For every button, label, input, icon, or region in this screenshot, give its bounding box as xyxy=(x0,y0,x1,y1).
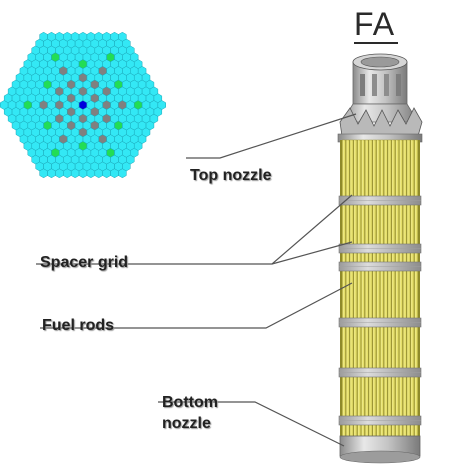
fuel-rod-highlight xyxy=(358,140,359,438)
fuel-rod-highlight xyxy=(407,140,409,438)
fuel-rod xyxy=(361,139,365,439)
leader-lines xyxy=(36,113,357,447)
label-spacer-grid: Spacer grid xyxy=(40,254,129,271)
top-nozzle-head xyxy=(341,53,419,123)
fuel-rod-bundle xyxy=(340,139,420,439)
fuel-rod xyxy=(414,139,418,439)
fuel-rod-highlight xyxy=(377,140,378,438)
fuel-rod-highlight xyxy=(403,140,405,438)
fuel-rod xyxy=(410,139,415,439)
leader-fuel-rods xyxy=(40,282,353,329)
label-bottom-nozzle-line1: Bottom xyxy=(162,394,218,411)
fuel-rod-highlight xyxy=(346,140,348,438)
fuel-rod xyxy=(399,139,403,439)
fuel-rod xyxy=(345,139,350,439)
fuel-rod xyxy=(391,139,396,439)
fuel-rod xyxy=(364,139,369,439)
fuel-rod xyxy=(380,139,384,439)
leader-top-nozzle xyxy=(186,113,357,159)
fuel-rod-highlight xyxy=(354,140,356,438)
leader-spacer-grid-2 xyxy=(271,241,353,265)
fuel-rod-highlight xyxy=(411,140,413,438)
fuel-rod xyxy=(349,139,354,439)
fuel-rod-highlight xyxy=(342,140,344,438)
fuel-rod-highlight xyxy=(384,140,386,438)
fuel-rod xyxy=(383,139,388,439)
label-bottom-nozzle-line2: nozzle xyxy=(162,415,211,432)
label-fuel-rods: Fuel rods xyxy=(42,317,115,334)
fuel-rod xyxy=(342,139,346,439)
spacer-grids xyxy=(338,195,422,426)
assembly-title: FA xyxy=(354,6,396,42)
fuel-rod-highlight xyxy=(350,140,352,438)
fuel-rod xyxy=(357,139,361,439)
fuel-rod-highlight xyxy=(399,140,401,438)
fuel-pin-cell xyxy=(157,100,166,110)
fuel-rod xyxy=(372,139,377,439)
leader-bottom-nozzle xyxy=(158,401,345,447)
fuel-rod xyxy=(376,139,380,439)
label-top-nozzle: Top nozzle xyxy=(190,167,272,184)
fuel-assembly xyxy=(337,53,423,464)
fuel-rod xyxy=(353,139,358,439)
fuel-rod xyxy=(387,139,392,439)
fuel-rod-highlight xyxy=(392,140,394,438)
fuel-rod-highlight xyxy=(396,140,397,438)
fuel-rod-highlight xyxy=(415,140,416,438)
fuel-rod-highlight xyxy=(369,140,371,438)
fuel-rod xyxy=(368,139,373,439)
title-underline xyxy=(354,42,398,44)
fuel-rod-highlight xyxy=(365,140,367,438)
fuel-rod-highlight xyxy=(361,140,363,438)
fuel-rod xyxy=(406,139,411,439)
fuel-rod xyxy=(395,139,399,439)
bottom-nozzle-body xyxy=(339,435,421,464)
fuel-rod-highlight xyxy=(388,140,390,438)
fuel-rod-highlight xyxy=(380,140,382,438)
fuel-rod-highlight xyxy=(373,140,375,438)
cross-section-lattice xyxy=(0,31,166,179)
fuel-rod xyxy=(402,139,407,439)
